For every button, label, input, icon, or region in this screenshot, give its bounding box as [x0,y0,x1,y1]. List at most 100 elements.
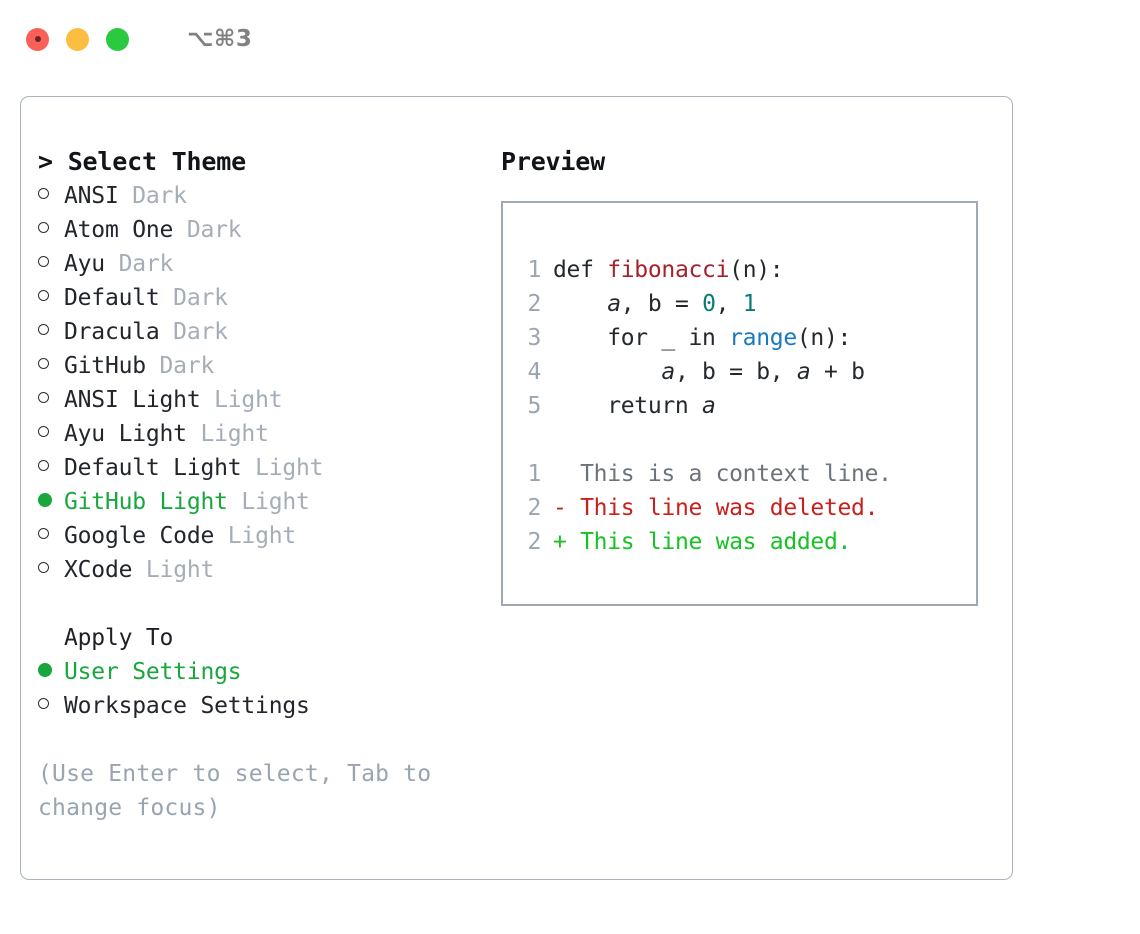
code-token-plain [553,359,661,385]
diff-marker [553,457,580,491]
title-bar: ⌥⌘3 [0,0,1140,78]
theme-category-tag: Dark [118,183,187,209]
code-token-plain: return [553,393,703,419]
code-token-plain: + b [810,359,865,385]
apply-to-option-row[interactable]: Workspace Settings [38,689,498,723]
code-token-plain: (n): [796,325,852,351]
traffic-light-group [26,27,129,51]
theme-option-label: Default [64,285,160,311]
theme-option-label: Ayu [64,251,105,277]
theme-option-label: XCode [64,557,133,583]
theme-category-tag: Dark [159,319,228,345]
hollow-circle-icon [38,188,49,199]
code-line-content: a, b = 0, 1 [553,287,756,321]
diff-line: 2- This line was deleted. [515,491,968,525]
hollow-circle-icon [38,562,49,573]
code-token-variable: a [607,291,621,317]
code-token-call: range [729,325,797,351]
theme-option-label: Google Code [64,523,215,549]
code-token-number: 1 [742,291,757,317]
theme-option-row[interactable]: ANSI Dark [38,179,498,213]
code-token-variable: a [796,359,811,385]
code-line: 2 a, b = 0, 1 [515,287,968,321]
theme-option-row[interactable]: Default Dark [38,281,498,315]
theme-option-row[interactable]: GitHub Light Light [38,485,498,519]
hollow-circle-icon [38,256,49,267]
keyboard-hint-text: (Use Enter to select, Tab to change focu… [38,761,446,821]
code-line-number: 5 [527,393,541,419]
theme-category-tag: Dark [173,217,242,243]
filled-circle-icon [38,493,52,507]
theme-option-label: Dracula [64,319,160,345]
apply-to-heading: Apply To [64,625,174,651]
preview-heading: Preview [501,147,605,176]
theme-option-row[interactable]: Default Light Light [38,451,498,485]
theme-option-label: GitHub Light [64,489,228,515]
filled-circle-icon [38,663,52,677]
hollow-circle-icon [38,698,49,709]
code-token-plain: for _ in [553,325,730,351]
code-line-number: 2 [527,291,541,317]
diff-line-number: 2 [527,529,541,555]
close-window-button[interactable] [26,27,49,51]
theme-option-row[interactable]: Google Code Light [38,519,498,553]
theme-category-tag: Light [200,387,283,413]
code-line-content: a, b = b, a + b [553,355,865,389]
theme-category-tag: Light [186,421,269,447]
keyboard-shortcut-label: ⌥⌘3 [187,26,253,52]
theme-option-row[interactable]: GitHub Dark [38,349,498,383]
hollow-circle-icon [38,324,49,335]
hollow-circle-icon [38,222,49,233]
code-line-content: return a [553,389,716,423]
theme-option-row[interactable]: Ayu Dark [38,247,498,281]
code-token-plain: , b = [620,291,703,317]
theme-category-tag: Light [214,523,297,549]
theme-category-tag: Light [241,455,324,481]
code-line-number: 1 [527,257,541,283]
diff-line-list: 1 This is a context line.2- This line wa… [515,457,968,559]
theme-option-row[interactable]: Dracula Dark [38,315,498,349]
hollow-circle-icon [38,290,49,301]
apply-to-option-label: Workspace Settings [64,693,310,719]
diff-line: 1 This is a context line. [515,457,968,491]
code-token-variable: a [661,359,675,385]
theme-option-row[interactable]: ANSI Light Light [38,383,498,417]
hollow-circle-icon [38,528,49,539]
code-line: 3 for _ in range(n): [515,321,968,355]
diff-line-text: This line was added. [580,529,852,555]
hollow-circle-icon [38,460,49,471]
theme-category-tag: Dark [145,353,215,379]
diff-marker: - [553,495,581,521]
code-token-number: 0 [702,291,716,317]
diff-line-number: 1 [527,461,541,487]
diff-line: 2+ This line was added. [515,525,968,559]
theme-option-row[interactable]: XCode Light [38,553,498,587]
code-token-plain [553,291,607,317]
minimize-window-button[interactable] [66,27,89,51]
maximize-window-button[interactable] [106,27,129,51]
code-token-variable: a [702,393,716,419]
theme-option-row[interactable]: Atom One Dark [38,213,498,247]
theme-category-tag: Light [227,489,310,515]
diff-line-text: This is a context line. [580,461,892,487]
theme-option-label: ANSI [64,183,119,209]
theme-category-tag: Light [132,557,215,583]
code-line: 5 return a [515,389,968,423]
apply-to-option-label: User Settings [64,659,242,685]
hollow-circle-icon [38,392,49,403]
diff-line-text: This line was deleted. [580,495,879,521]
apply-to-option-row[interactable]: User Settings [38,655,498,689]
hollow-circle-icon [38,358,49,369]
code-line-content: for _ in range(n): [553,321,851,355]
theme-option-row[interactable]: Ayu Light Light [38,417,498,451]
